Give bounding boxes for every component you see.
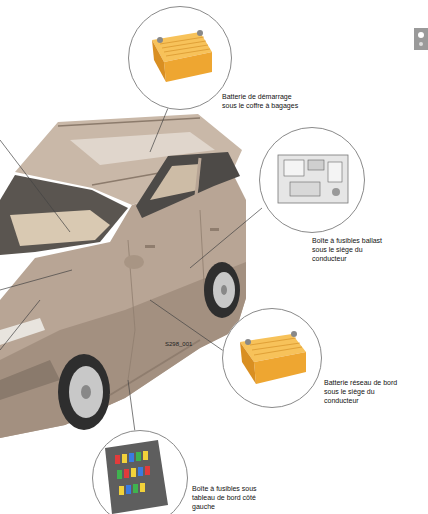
figure-number: S298_001 <box>165 340 192 348</box>
callout-circle: Boîte à fusibles ballast sous le siège d… <box>259 127 365 233</box>
circle-border <box>129 7 232 110</box>
callout-caption: Boîte à fusibles sous tableau de bord cô… <box>192 484 266 511</box>
car <box>0 114 246 438</box>
leader-lines <box>0 108 262 432</box>
circle-border <box>223 309 322 408</box>
tab-dot <box>419 42 423 46</box>
callout-caption: Batterie de démarrage sous le coffre à b… <box>222 92 308 110</box>
callout-caption: Boîte à fusibles ballast sous le siège d… <box>312 236 396 263</box>
tab-dot <box>418 32 424 38</box>
circle-outline <box>92 430 188 514</box>
circle-outline <box>259 127 365 233</box>
callout-caption: Batterie réseau de bord sous le siège du… <box>324 378 408 405</box>
circle-outline <box>222 308 322 408</box>
callout-circle: Batterie réseau de bord sous le siège du… <box>222 308 322 408</box>
callout-circle: Batterie de démarrage sous le coffre à b… <box>128 6 232 110</box>
circle-outline <box>128 6 232 110</box>
circle-border <box>260 128 365 233</box>
circle-border <box>93 431 188 514</box>
page-tab <box>414 28 428 50</box>
callout-circle: Boîte à fusibles sous tableau de bord cô… <box>92 430 188 514</box>
